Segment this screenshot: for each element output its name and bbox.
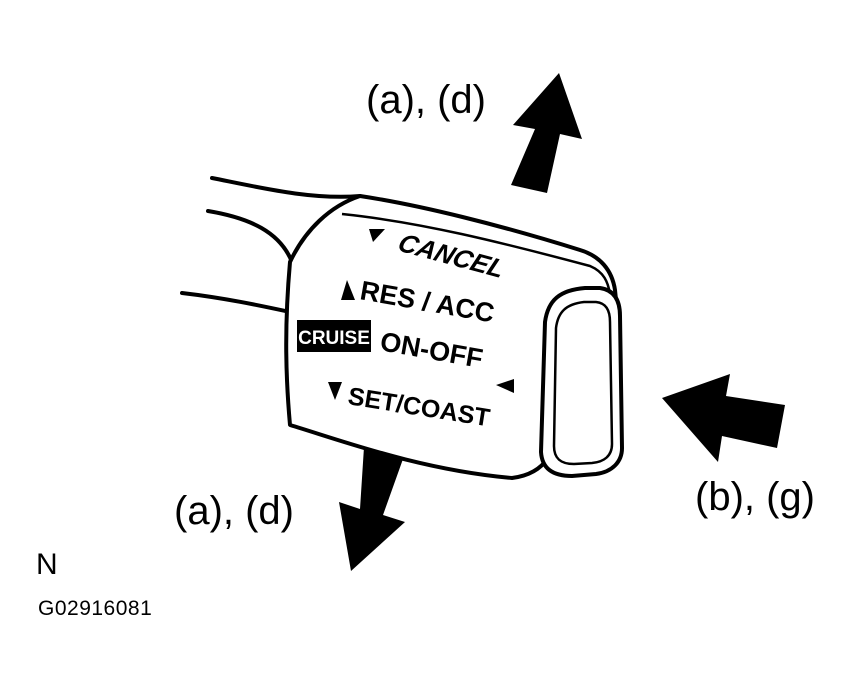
cruise-badge-bg xyxy=(297,320,371,352)
shaft-top-line xyxy=(210,176,362,199)
on-off-left-triangle-icon xyxy=(496,379,514,393)
end-cap-button xyxy=(538,286,625,479)
arrow-down-icon xyxy=(339,447,405,571)
arrow-right-icon xyxy=(662,374,785,462)
arrow-up-icon xyxy=(511,73,582,193)
figure-code: G02916081 xyxy=(38,597,153,620)
arrow-right-label: (b), (g) xyxy=(695,475,815,519)
note-letter: N xyxy=(36,548,58,581)
set-coast-down-triangle-icon xyxy=(328,382,342,400)
res-acc-up-triangle-icon xyxy=(341,280,355,300)
arrow-down-label: (a), (d) xyxy=(174,489,294,533)
lever-shaft xyxy=(180,176,362,314)
cruise-badge-label: CRUISE xyxy=(298,328,370,349)
shaft-middle-line xyxy=(206,209,294,264)
end-cap-inner xyxy=(552,300,614,466)
shaft-bottom-line xyxy=(180,291,292,314)
arrow-up-label: (a), (d) xyxy=(366,78,486,122)
switch-body-ridge xyxy=(341,212,612,295)
cancel-triangle-icon xyxy=(369,229,385,242)
end-cap-outer xyxy=(538,286,625,479)
